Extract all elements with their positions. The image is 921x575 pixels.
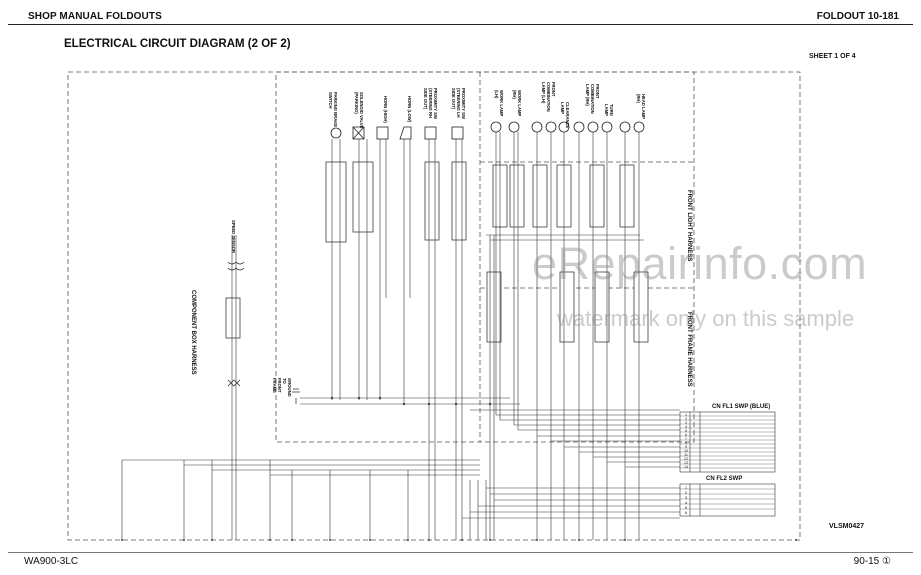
fl2-pin: 3 xyxy=(684,495,688,500)
fl2-pin: 4 xyxy=(684,500,688,505)
fl1-pin-list: 1 2 3 4 5 6 7 8 9 10 11 12 13 14 xyxy=(682,413,690,469)
front-combination-lamp-lh-label: FRONT COMBINATION LAMP (LH) xyxy=(541,82,556,112)
speed-sensor-label: SPEED SENSOR xyxy=(231,220,236,254)
fl1-pin: 8 xyxy=(685,441,687,445)
fl1-pin: 13 xyxy=(684,461,688,465)
horn-low-label: HORN (LOW) xyxy=(407,96,412,123)
fl2-pin-list: 1 2 3 4 5 6 xyxy=(682,485,690,515)
watermark-main: eRepairinfo.com xyxy=(532,238,868,289)
fl1-pin: 9 xyxy=(685,445,687,449)
fl1-pin: 7 xyxy=(685,437,687,441)
header-left: SHOP MANUAL FOLDOUTS xyxy=(28,11,162,22)
ground-label: GROUND TO FRONT FRAME xyxy=(272,378,292,397)
fl2-pin: 2 xyxy=(684,490,688,495)
footer-rule xyxy=(8,552,913,553)
footer-right: 90-15 ① xyxy=(853,556,891,567)
header-rule xyxy=(8,24,913,25)
footer-left: WA900-3LC xyxy=(24,556,79,567)
turn-lamp-label: TURN LAMP xyxy=(604,104,614,116)
fl1-pin: 3 xyxy=(685,421,687,425)
component-box-harness-label: COMPONENT BOX HARNESS xyxy=(190,290,196,375)
fl2-pin: 6 xyxy=(684,510,688,515)
work-lamp-rh-label: WORK LAMP (RH) xyxy=(512,90,522,117)
header-right: FOLDOUT 10-181 xyxy=(816,11,899,22)
fl1-pin: 1 xyxy=(685,413,687,417)
fl1-pin: 5 xyxy=(685,429,687,433)
horn-high-label: HORN (HIGH) xyxy=(383,96,388,123)
fl1-pin: 2 xyxy=(685,417,687,421)
sheet-number: SHEET 1 OF 4 xyxy=(809,53,856,60)
proximity-sw-rh-label: PROXIMITY SW (STEERING RH SIDE OUT) xyxy=(423,88,438,119)
solenoid-valve-label: SOLENOID VALVE (PARKING) xyxy=(354,92,364,129)
fl1-pin: 12 xyxy=(684,457,688,461)
fl1-pin: 10 xyxy=(684,449,688,453)
fl1-pin: 6 xyxy=(685,433,687,437)
front-combination-lamp-rh-label: FRONT COMBINATION LAMP (RH) xyxy=(585,84,600,114)
fl1-pin: 11 xyxy=(684,453,688,457)
connector-fl1-title: CN FL1 SWP (BLUE) xyxy=(712,404,771,410)
fl1-pin: 14 xyxy=(684,465,688,469)
head-lamp-rh-label: HEAD LAMP (RH) xyxy=(636,94,646,119)
diagram-title: ELECTRICAL CIRCUIT DIAGRAM (2 OF 2) xyxy=(64,38,291,50)
fl2-pin: 5 xyxy=(684,505,688,510)
page-header: SHOP MANUAL FOLDOUTS FOLDOUT 10-181 xyxy=(0,0,921,26)
fl2-pin: 1 xyxy=(684,485,688,490)
watermark-sub: watermark only on this sample xyxy=(557,306,855,331)
fl1-pin: 4 xyxy=(685,425,687,429)
clearance-lamp-label: CLEARANCE LAMP xyxy=(560,102,570,129)
proximity-sw-lh-label: PROXIMITY SW (STEERING LH SIDE OUT) xyxy=(451,88,466,119)
connector-fl2-title: CN FL2 SWP xyxy=(706,476,743,482)
work-lamp-lh-label: WORK LAMP (LH) xyxy=(494,90,504,117)
drawing-code: VLSM0427 xyxy=(829,523,865,530)
parking-brake-switch-label: PARKING BRAKE SWITCH xyxy=(328,92,338,128)
